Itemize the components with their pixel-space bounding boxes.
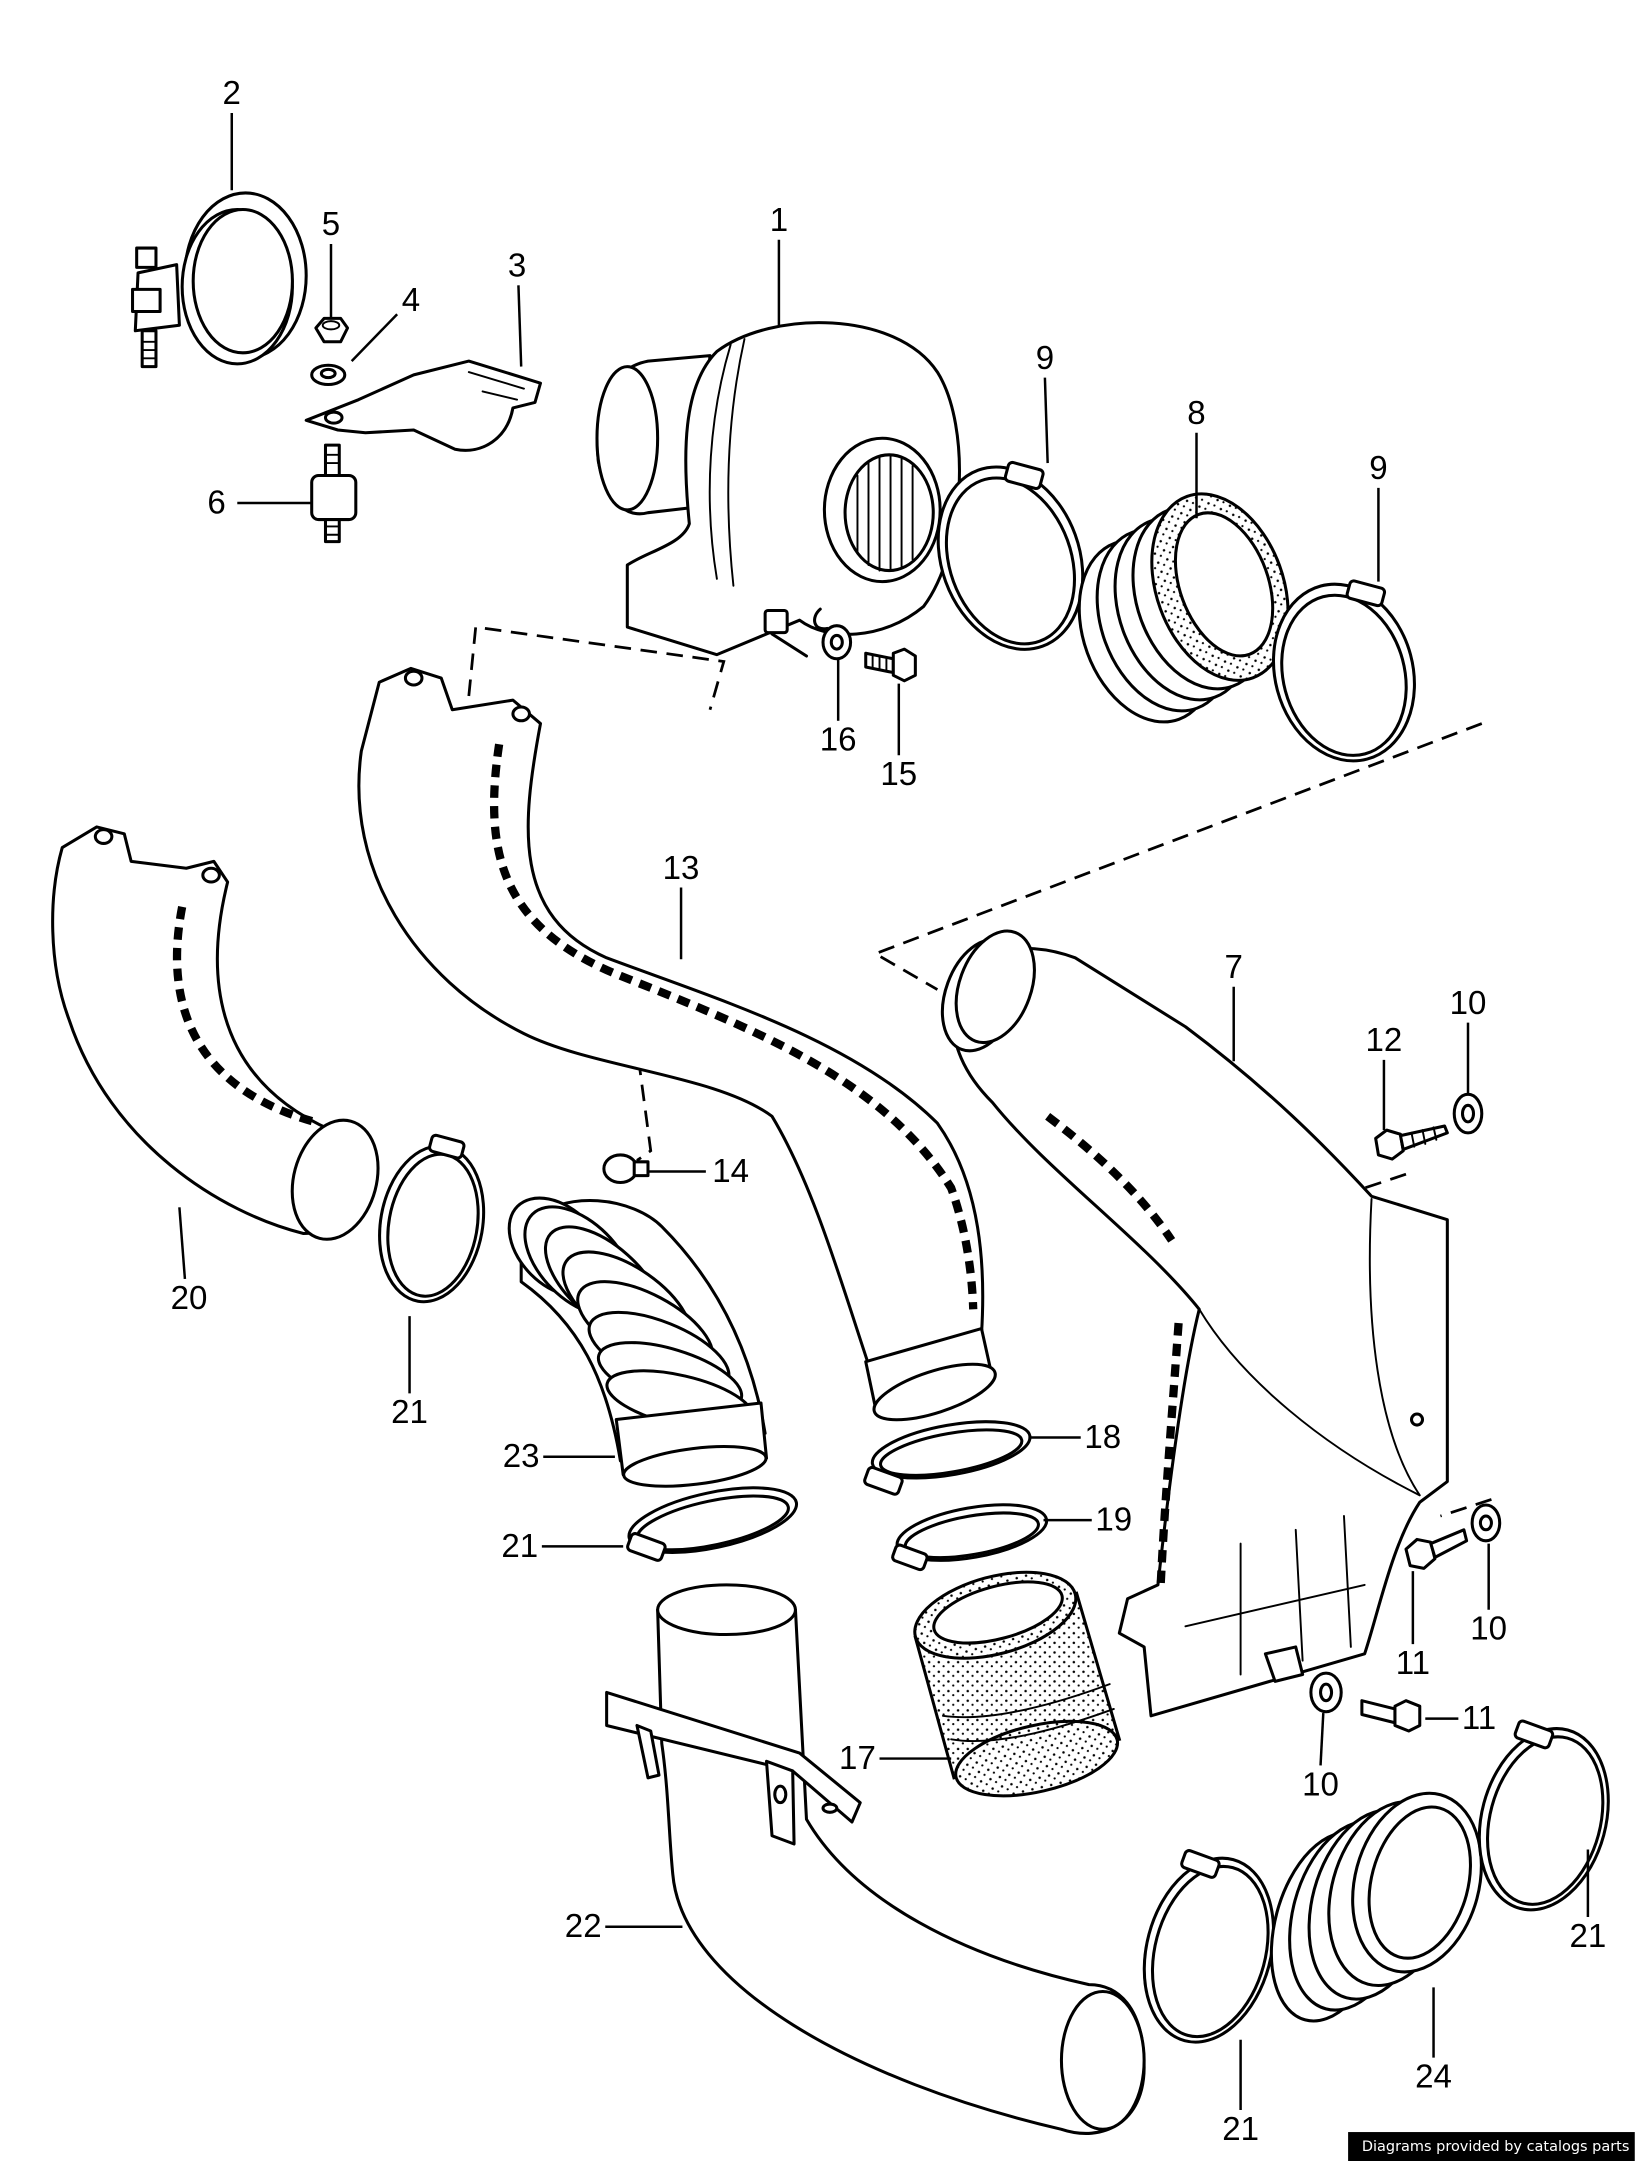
flexible-hose [507,1196,769,1488]
callout-3: 3 [508,247,526,284]
air-duct-elbow [51,825,380,1241]
credit-text: Diagrams provided by catalogs parts [1362,2139,1630,2155]
callout-6: 6 [207,485,225,522]
callout-17: 17 [839,1740,876,1777]
hose-clamp [1142,1849,1276,2044]
hex-bolt [864,647,917,683]
callout-4: 4 [402,282,420,319]
mounting-bracket [304,359,543,452]
callout-11: 11 [1462,1700,1496,1737]
callout-22: 22 [565,1908,602,1945]
washer [1309,1671,1343,1714]
callout-10: 10 [1450,985,1487,1022]
hex-bolt [1360,1699,1422,1733]
hose-clamp [626,1486,799,1562]
hex-nut [314,316,350,344]
callout-labels: 2 5 4 3 1 9 8 9 6 16 15 13 7 12 10 14 20… [171,75,1607,2148]
callout-15: 15 [880,756,917,793]
callout-12: 12 [1366,1022,1403,1059]
cage-nut [763,609,808,658]
rubber-mount [310,443,358,544]
washer [1452,1092,1484,1135]
callout-11: 11 [1396,1645,1430,1682]
callout-9: 9 [1369,450,1387,487]
callout-21: 21 [1222,2111,1259,2148]
callout-19: 19 [1095,1502,1132,1539]
callout-2: 2 [223,75,241,112]
callout-1: 1 [770,202,788,239]
callout-21: 21 [391,1394,428,1431]
band-clamp [131,191,308,369]
hose-clamp [378,1133,486,1304]
callout-21: 21 [1570,1918,1607,1955]
callout-24: 24 [1415,2058,1452,2095]
callout-21: 21 [501,1528,538,1565]
foam-sleeve [913,1570,1122,1798]
washer [1470,1503,1502,1543]
hose-clamp [891,1503,1049,1572]
callout-9: 9 [1036,340,1054,377]
washer [821,624,853,661]
air-distribution-duct [940,929,1449,1718]
callout-20: 20 [171,1280,208,1317]
self-tapping-screw [1374,1124,1449,1161]
bellows-sleeve [1077,492,1290,724]
callout-10: 10 [1302,1766,1339,1803]
callout-8: 8 [1187,395,1205,432]
callout-23: 23 [503,1438,540,1475]
leader-lines [178,113,1590,2111]
air-duct-s-shaped [357,666,997,1422]
plastic-plug [602,1153,650,1185]
callout-16: 16 [820,722,857,759]
callout-18: 18 [1084,1419,1121,1456]
hose-clamp [936,460,1085,651]
hex-bolt [1404,1528,1469,1570]
hose-clamp [1271,579,1416,763]
callout-7: 7 [1225,949,1243,986]
callout-14: 14 [712,1153,749,1190]
washer [310,363,347,387]
blower-housing [595,321,961,657]
callout-5: 5 [322,206,340,243]
air-pipe-with-bracket [605,1583,1146,2135]
hose-clamp [863,1420,1032,1496]
callout-10: 10 [1470,1611,1507,1648]
credit-banner: Diagrams provided by catalogs parts [1348,2132,1635,2161]
bellows-sleeve [1269,1791,1483,2023]
hose-clamp [1477,1719,1610,1912]
callout-13: 13 [663,850,700,887]
